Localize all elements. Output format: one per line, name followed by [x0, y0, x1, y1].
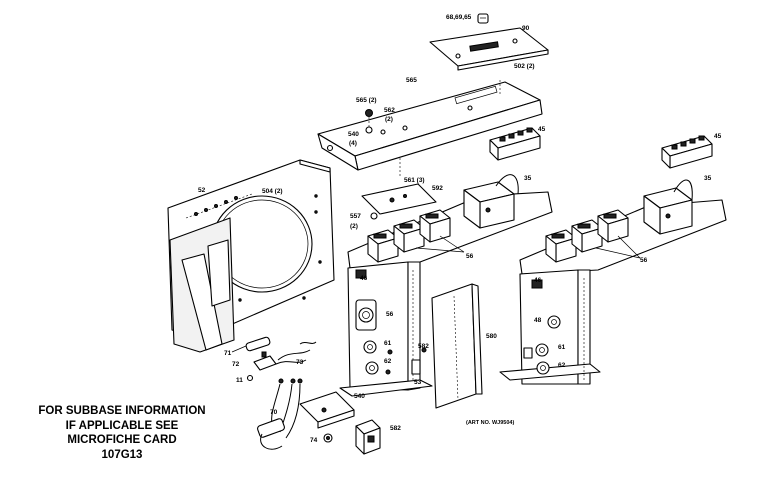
label-part-71: 71: [224, 350, 232, 357]
note-line-4: 107G13: [101, 448, 143, 461]
relays-right-56: [545, 209, 641, 263]
top-screws: [477, 13, 489, 24]
label-screw-557-2: (2): [350, 223, 358, 230]
label-part-11: 11: [236, 377, 243, 384]
label-part-61-left: 61: [384, 340, 392, 347]
label-screw-561-3: 561 (3): [404, 177, 425, 184]
cover-plate-90: [429, 27, 549, 71]
center-cover-580: [431, 283, 483, 409]
label-cover-top: 90: [522, 25, 530, 32]
label-relay-right: 56: [640, 257, 648, 264]
label-part-46-right: 46: [534, 277, 542, 284]
transformer-right-35: [643, 179, 693, 235]
label-screw-540: 540: [348, 131, 359, 138]
label-screw-540-4: (4): [349, 140, 357, 147]
label-transformer-left: 35: [524, 175, 532, 182]
subbase-note: FOR SUBBASE INFORMATION IF APPLICABLE SE…: [22, 404, 222, 462]
label-screw-562-2: (2): [385, 116, 393, 123]
label-transformer-right: 35: [704, 175, 712, 182]
screw-540: [365, 109, 373, 134]
power-cord-70: [257, 378, 303, 450]
label-screws-top: 68,69,65: [446, 14, 472, 21]
label-screw-502: 502 (2): [514, 63, 535, 70]
label-part-582b: 582: [390, 425, 401, 432]
label-cover-580: 580: [486, 333, 497, 340]
label-terminal-right: 45: [714, 133, 722, 140]
label-part-74: 74: [310, 437, 318, 444]
note-line-2: IF APPLICABLE SEE: [65, 419, 179, 432]
control-board-592: [361, 183, 437, 220]
label-part-53: 53: [414, 379, 422, 386]
label-part-73: 73: [296, 359, 304, 366]
label-screw-557: 557: [350, 213, 361, 220]
part-53-clip: [411, 347, 427, 375]
label-panel-52: 52: [198, 187, 206, 194]
label-terminal-left: 45: [538, 126, 546, 133]
relays-left-56: [367, 209, 465, 263]
label-screw-565-2: 565 (2): [356, 97, 377, 104]
label-part-62-right: 62: [558, 362, 566, 369]
art-number: (ART NO. WJ9504): [466, 420, 514, 426]
label-part-582: 582: [418, 343, 429, 350]
bracket-540-bottom: [299, 391, 355, 429]
note-line-1: FOR SUBBASE INFORMATION: [38, 405, 206, 417]
capacitor-parts: [231, 336, 317, 382]
label-part-46-left: 46: [360, 275, 368, 282]
label-part-61-right: 61: [558, 344, 566, 351]
transformer-left-35: [463, 174, 519, 229]
label-part-70: 70: [270, 409, 278, 416]
label-screw-504: 504 (2): [262, 188, 283, 195]
label-part-56-mid: 56: [386, 311, 394, 318]
part-labels: 68,69,65 90 502 (2) 565 565 (2) 562 (2) …: [198, 14, 722, 444]
top-bracket-565: [317, 81, 543, 171]
label-screw-562: 562: [384, 107, 395, 114]
label-bracket-540b: 540: [354, 393, 365, 400]
terminal-block-right: [661, 135, 713, 169]
label-board-592: 592: [432, 185, 443, 192]
label-part-72: 72: [232, 361, 240, 368]
label-relay-left: 56: [466, 253, 474, 260]
label-part-48: 48: [534, 317, 542, 324]
terminal-block-left: [489, 127, 541, 161]
note-line-3: MICROFICHE CARD: [67, 434, 177, 446]
side-panel-52: [167, 159, 335, 353]
bracket-582-bottom: [355, 419, 381, 455]
label-part-62-left: 62: [384, 358, 392, 365]
label-bracket-565: 565: [406, 77, 417, 84]
screw-74: [323, 433, 333, 443]
